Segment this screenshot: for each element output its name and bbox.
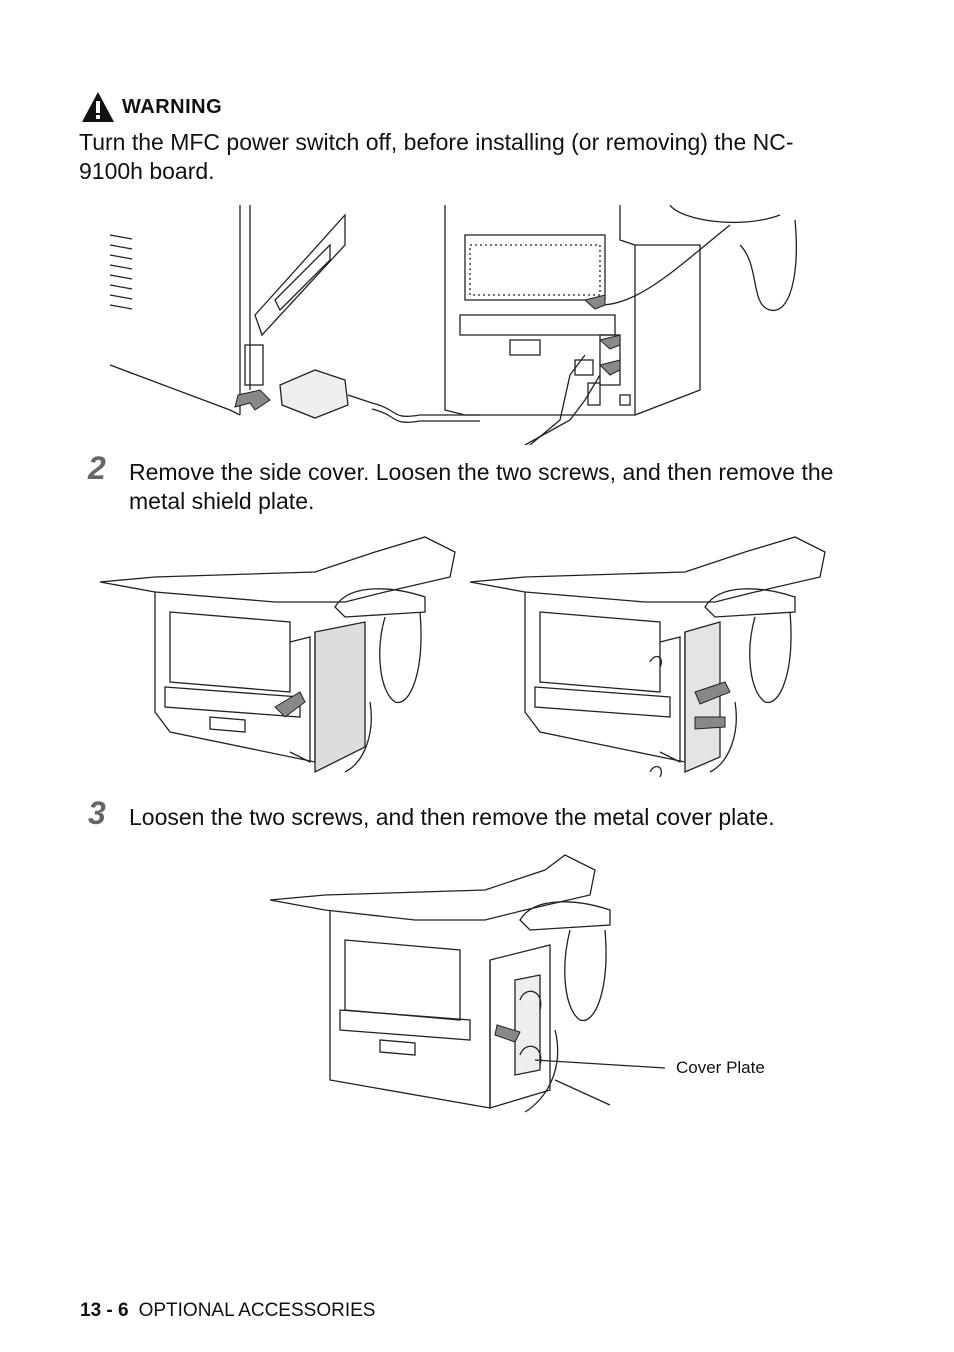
side-cover-figure [99,536,826,778]
step-2-number: 2 [88,450,106,486]
unplug-figure [109,205,797,445]
warning-title: WARNING [122,95,223,118]
cover-plate-figure [269,854,666,1113]
step-3-number: 3 [88,795,106,831]
step-3-text: Loosen the two screws, and then remove t… [129,804,775,830]
warning-text: Turn the MFC power switch off, before in… [79,129,794,184]
page-footer: 13 - 6 OPTIONAL ACCESSORIES [80,1300,375,1322]
step-2-text: Remove the side cover. Loosen the two sc… [129,459,834,514]
warning-header: WARNING [80,90,222,124]
cover-plate-label: Cover Plate [676,1058,765,1077]
warning-triangle-icon [82,92,114,122]
section-title: OPTIONAL ACCESSORIES [138,1300,376,1321]
page-number: 13 - 6 [80,1300,129,1321]
